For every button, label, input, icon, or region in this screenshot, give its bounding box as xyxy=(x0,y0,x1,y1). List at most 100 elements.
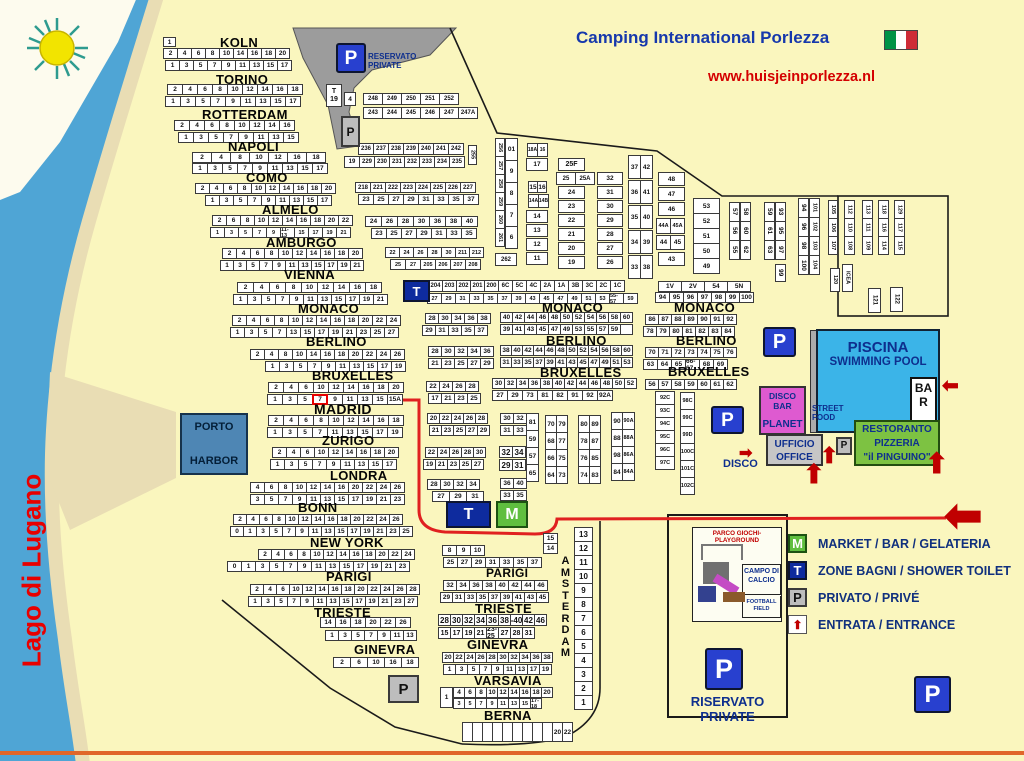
pitch-cell: 9 xyxy=(505,160,518,183)
pitch-cell: 243 xyxy=(363,107,383,119)
pitch-cell: 117 xyxy=(894,218,905,237)
pitch-cell: 24 xyxy=(386,315,401,326)
parking-icon: P xyxy=(914,676,951,713)
pitch-cell: 37 xyxy=(497,293,512,304)
pitch-cell: 4 xyxy=(344,92,356,106)
pitch-cell: 31 xyxy=(512,459,526,471)
pitch-cell: 25 xyxy=(390,259,406,270)
playground-title: PARCO GIOCHI-PLAYGROUND xyxy=(712,530,762,544)
area-label: BONN xyxy=(298,500,338,515)
pitch-cell: 5 xyxy=(238,227,253,238)
website-link[interactable]: www.huisjeinporlezza.nl xyxy=(708,69,876,85)
area-label: TORINO xyxy=(216,72,269,87)
pitch-cell: 4 xyxy=(283,382,299,393)
pitch-cell: 16 xyxy=(324,514,338,525)
pitch-cell: 257 xyxy=(495,156,505,175)
pitch-cell: 5 xyxy=(297,427,313,438)
pitch-cell: 10 xyxy=(288,315,303,326)
pitch-cell: 24 xyxy=(401,549,415,560)
pitch-cell: 7 xyxy=(278,494,293,505)
pitch-cell: 24 xyxy=(365,216,382,227)
pitch-cell: 21 xyxy=(336,227,351,238)
pitch-cell: 5 xyxy=(574,639,593,654)
map-corner xyxy=(0,0,136,200)
pitch-cell: 92A xyxy=(597,390,613,401)
pitch-cell: 31 xyxy=(435,325,449,336)
pitch-cell: 35 xyxy=(483,293,498,304)
pitch-cell: 3 xyxy=(247,294,262,305)
pitch-cell: 9 xyxy=(225,96,241,107)
pitch-cell: 3 xyxy=(180,96,196,107)
pitch-cell: 44 xyxy=(656,235,671,250)
pitch-cell: 7 xyxy=(252,227,267,238)
pitch-cell: 30 xyxy=(500,413,514,424)
amsterdam-label: AMSTERDAM xyxy=(560,555,571,659)
pitch-cell: 30 xyxy=(413,216,430,227)
pitch-cell: 6 xyxy=(574,625,593,640)
pitch-cell: 12 xyxy=(323,549,337,560)
pitch-cell: 103 xyxy=(809,236,820,256)
legend-item: ⬆ENTRATA / ENTRANCE xyxy=(788,611,1011,638)
pitch-cell: 102C xyxy=(680,477,695,495)
pitch-cell: 31 xyxy=(500,425,514,436)
pitch-cell: 16 xyxy=(356,447,371,458)
pitch-cell: 5 xyxy=(195,96,211,107)
pitch-cell: 15A xyxy=(387,394,403,405)
pitch-cell: 24 xyxy=(376,349,391,360)
pitch-cell: 16 xyxy=(537,143,548,157)
pitch-cell: 16 xyxy=(320,349,335,360)
pitch-cell: 16 xyxy=(330,315,345,326)
pitch-cell: 37 xyxy=(628,155,641,179)
pitch-cell: 21 xyxy=(441,393,455,404)
pitch-cell: 252 xyxy=(439,93,459,105)
pitch-cell: 50 xyxy=(693,243,720,259)
pitch-cell: 2 xyxy=(222,248,237,259)
pitch-cell: 25 xyxy=(370,327,385,338)
italy-flag-icon xyxy=(884,30,918,50)
pitch-cell: 17 xyxy=(348,494,363,505)
pitch-cell: 4 xyxy=(246,514,260,525)
pitch-cell: 21 xyxy=(474,627,487,639)
pitch-cell: 1 xyxy=(220,260,234,271)
pitch-cell: 7 xyxy=(282,526,296,537)
pitch-cell: 63 xyxy=(643,359,658,370)
pitch-cell: 30 xyxy=(473,447,486,458)
pitch-cell: 2 xyxy=(163,48,178,59)
private-parking-icon: P xyxy=(836,437,852,455)
pitch-cell: 5 xyxy=(297,394,313,405)
area-label: NEW YORK xyxy=(310,535,384,550)
entrance-arrow-icon: ➡ xyxy=(739,445,753,462)
pitch-cell: 22 xyxy=(388,549,402,560)
pitch-cell: 3 xyxy=(255,561,270,572)
pitch-cell: 115 xyxy=(894,236,905,255)
pitch-cell: 92 xyxy=(582,390,598,401)
pitch-cell: 108 xyxy=(844,236,855,255)
pitch-cell: 2 xyxy=(195,183,210,194)
pitch-cell: 120 xyxy=(830,268,840,292)
pitch-cell: 29 xyxy=(597,214,623,227)
pitch-cell: 5 xyxy=(246,260,260,271)
pitch-cell: 16 xyxy=(349,549,363,560)
pitch-cell: 60 xyxy=(621,345,633,356)
